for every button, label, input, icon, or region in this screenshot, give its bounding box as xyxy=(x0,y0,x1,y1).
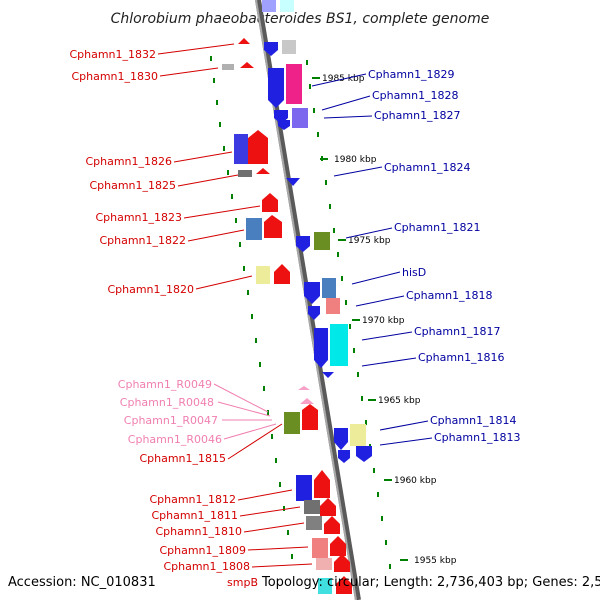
gene-feature xyxy=(280,0,294,12)
gene-feature xyxy=(304,282,320,304)
gene-label[interactable]: Cphamn1_1828 xyxy=(372,89,459,102)
gene-feature xyxy=(350,424,366,446)
kbp-label: 1975 kbp xyxy=(348,236,391,246)
gene-feature xyxy=(248,130,268,164)
gene-feature xyxy=(322,372,334,378)
gene-feature xyxy=(320,498,336,516)
gene-feature xyxy=(334,554,350,572)
gene-feature xyxy=(338,450,350,463)
gene-label[interactable]: Cphamn1_1830 xyxy=(71,70,158,83)
gene-feature xyxy=(256,168,270,174)
topology-text: Topology: circular; Length: 2,736,403 bp… xyxy=(261,575,600,590)
forward-gene-labels: Cphamn1_1832 Cphamn1_1830 Cphamn1_1826 C… xyxy=(69,48,258,589)
gene-feature xyxy=(336,576,352,594)
reverse-gene-labels: Cphamn1_1829 Cphamn1_1828 Cphamn1_1827 C… xyxy=(368,68,521,444)
gene-label[interactable]: Cphamn1_1809 xyxy=(159,544,246,557)
gene-feature xyxy=(256,266,270,284)
gene-feature xyxy=(278,120,290,130)
gene-label[interactable]: Cphamn1_1815 xyxy=(139,452,226,465)
gene-label[interactable]: Cphamn1_1822 xyxy=(99,234,186,247)
reverse-genes xyxy=(262,0,372,463)
gene-feature xyxy=(296,236,310,252)
gene-feature xyxy=(286,178,300,186)
gene-label[interactable]: Cphamn1_1814 xyxy=(430,414,517,427)
gene-feature xyxy=(304,500,320,514)
gene-feature xyxy=(314,328,328,368)
gene-label[interactable]: Cphamn1_1810 xyxy=(155,525,242,538)
forward-genes xyxy=(222,38,352,594)
gene-label[interactable]: Cphamn1_1827 xyxy=(374,109,461,122)
gene-label[interactable]: Cphamn1_1821 xyxy=(394,221,481,234)
gene-feature xyxy=(296,475,312,501)
gene-label[interactable]: hisD xyxy=(402,266,426,279)
gene-feature xyxy=(330,536,346,556)
gene-feature xyxy=(316,558,332,570)
gene-feature xyxy=(264,215,282,238)
rna-label[interactable]: Cphamn1_R0048 xyxy=(120,396,214,409)
gene-feature xyxy=(246,218,262,240)
rna-feature xyxy=(300,398,314,404)
gene-feature xyxy=(330,324,348,366)
gene-label[interactable]: Cphamn1_1820 xyxy=(107,283,194,296)
kbp-label: 1965 kbp xyxy=(378,396,421,406)
gene-feature xyxy=(308,306,320,320)
gene-feature xyxy=(292,108,308,128)
gene-label[interactable]: Cphamn1_1829 xyxy=(368,68,455,81)
gene-feature xyxy=(312,538,328,558)
gene-label[interactable]: Cphamn1_1808 xyxy=(163,560,250,573)
gene-feature xyxy=(268,68,284,108)
gene-label[interactable]: smpB xyxy=(227,576,258,589)
gene-feature xyxy=(264,42,278,56)
right-connectors xyxy=(311,73,433,446)
gene-feature xyxy=(318,578,332,594)
gene-label[interactable]: Cphamn1_1812 xyxy=(149,493,236,506)
rna-label[interactable]: Cphamn1_R0047 xyxy=(124,414,218,427)
gene-feature xyxy=(222,64,234,70)
gene-feature xyxy=(286,64,302,104)
kbp-label: 1955 kbp xyxy=(414,556,457,566)
gene-feature xyxy=(314,470,330,498)
gene-feature xyxy=(322,278,336,298)
rna-label[interactable]: Cphamn1_R0049 xyxy=(118,378,212,391)
gene-feature xyxy=(234,134,248,164)
gene-feature xyxy=(306,516,322,530)
kbp-ticks xyxy=(312,77,408,561)
gene-feature xyxy=(324,516,340,534)
kbp-label: 1970 kbp xyxy=(362,316,405,326)
rna-feature xyxy=(298,386,310,390)
gene-feature xyxy=(356,446,372,462)
gene-label[interactable]: Cphamn1_1811 xyxy=(151,509,238,522)
gene-label[interactable]: Cphamn1_1826 xyxy=(85,155,172,168)
gene-feature xyxy=(284,412,300,434)
gene-feature xyxy=(238,38,250,44)
kbp-label: 1960 kbp xyxy=(394,476,437,486)
gene-label[interactable]: Cphamn1_1832 xyxy=(69,48,156,61)
gene-label[interactable]: Cphamn1_1824 xyxy=(384,161,471,174)
accession-text: Accession: NC_010831 xyxy=(8,575,156,590)
gene-feature xyxy=(302,404,318,430)
gene-feature xyxy=(282,40,296,54)
rna-connectors xyxy=(213,383,277,440)
gene-label[interactable]: Cphamn1_1818 xyxy=(406,289,493,302)
gene-feature xyxy=(326,298,340,314)
gene-label[interactable]: Cphamn1_1813 xyxy=(434,431,521,444)
gene-label[interactable]: Cphamn1_1817 xyxy=(414,325,501,338)
gene-label[interactable]: Cphamn1_1823 xyxy=(95,211,182,224)
rna-labels: Cphamn1_R0049 Cphamn1_R0048 Cphamn1_R004… xyxy=(118,378,222,446)
gene-feature xyxy=(262,0,276,12)
gene-feature xyxy=(334,428,348,450)
left-connectors xyxy=(157,43,313,568)
rna-label[interactable]: Cphamn1_R0046 xyxy=(128,433,222,446)
gene-label[interactable]: Cphamn1_1825 xyxy=(89,179,176,192)
kbp-label: 1980 kbp xyxy=(334,155,377,165)
gene-feature xyxy=(238,170,252,177)
genome-title: Chlorobium phaeobacteroides BS1, complet… xyxy=(111,11,490,27)
gene-feature xyxy=(314,232,330,250)
gene-label[interactable]: Cphamn1_1816 xyxy=(418,351,505,364)
gene-feature xyxy=(262,193,278,212)
gene-feature xyxy=(240,62,254,68)
gene-feature xyxy=(274,264,290,284)
